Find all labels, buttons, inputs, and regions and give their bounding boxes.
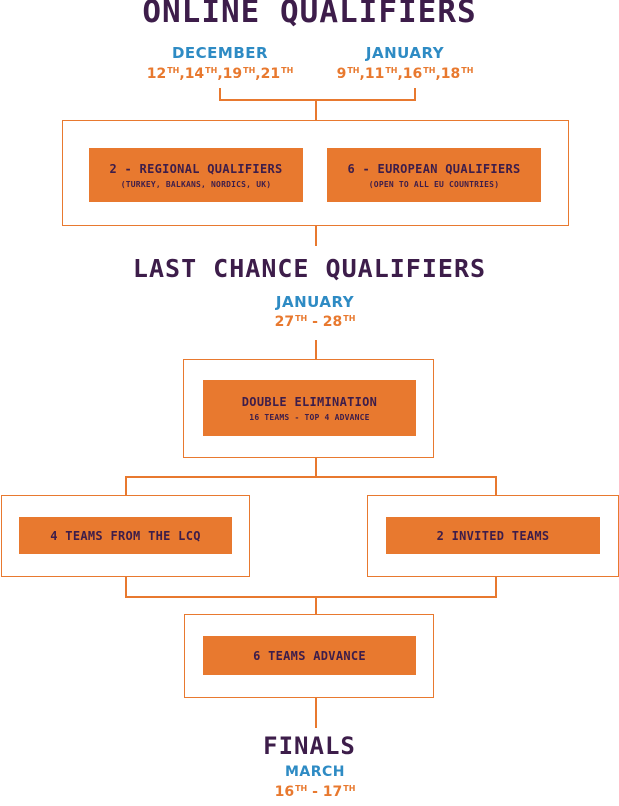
date-suffix: TH — [423, 66, 436, 75]
connector — [125, 476, 497, 478]
date-separator: , — [397, 66, 403, 82]
date-suffix: TH — [205, 66, 218, 75]
connector — [125, 596, 497, 598]
date-separator: , — [435, 66, 441, 82]
connector — [125, 577, 127, 597]
date-suffix: TH — [343, 784, 356, 793]
january-dates: 9TH,11TH,16TH,18TH — [310, 66, 500, 82]
date-suffix: TH — [243, 66, 256, 75]
date-day: 9 — [336, 66, 347, 82]
date-day: 16 — [274, 784, 295, 800]
date-separator: , — [217, 66, 223, 82]
december-label: DECEMBER — [171, 44, 269, 62]
date-day: 14 — [184, 66, 205, 82]
regional-qualifiers-label: 2 - REGIONAL QUALIFIERS — [109, 161, 283, 176]
date-suffix: TH — [461, 66, 474, 75]
date-day: 11 — [364, 66, 385, 82]
date-day: 12 — [146, 66, 167, 82]
finals-dates: 16TH - 17TH — [210, 784, 420, 800]
connector — [315, 99, 317, 121]
connector — [495, 577, 497, 597]
december-dates: 12TH,14TH,19TH,21TH — [130, 66, 310, 82]
date-separator: , — [359, 66, 365, 82]
connector — [315, 596, 317, 615]
finals-month: MARCH — [284, 764, 346, 780]
regional-qualifiers-box: 2 - REGIONAL QUALIFIERS (TURKEY, BALKANS… — [89, 148, 303, 202]
date-day: 21 — [260, 66, 281, 82]
connector — [315, 340, 317, 360]
date-day: 27 — [274, 314, 295, 330]
connector — [315, 698, 317, 728]
date-separator: , — [179, 66, 185, 82]
date-suffix: TH — [295, 784, 308, 793]
date-suffix: TH — [385, 66, 398, 75]
date-separator: , — [255, 66, 261, 82]
date-suffix: TH — [281, 66, 294, 75]
double-elimination-box: DOUBLE ELIMINATION 16 TEAMS - TOP 4 ADVA… — [203, 380, 416, 436]
date-day: 16 — [402, 66, 423, 82]
european-qualifiers-detail: (OPEN TO ALL EU COUNTRIES) — [368, 179, 500, 189]
invited-teams-box: 2 INVITED TEAMS — [386, 517, 600, 554]
lcq-dates: 27TH - 28TH — [210, 314, 420, 330]
lcq-teams-box: 4 TEAMS FROM THE LCQ — [19, 517, 232, 554]
connector — [219, 88, 221, 100]
connector — [414, 88, 416, 100]
date-day: 19 — [222, 66, 243, 82]
connector — [125, 476, 127, 496]
date-suffix: TH — [343, 314, 356, 323]
connector — [315, 458, 317, 477]
double-elimination-detail: 16 TEAMS - TOP 4 ADVANCE — [249, 412, 370, 422]
date-suffix: TH — [295, 314, 308, 323]
regional-qualifiers-detail: (TURKEY, BALKANS, NORDICS, UK) — [120, 179, 272, 189]
online-qualifiers-title: ONLINE QUALIFIERS — [142, 0, 477, 30]
date-day: 28 — [322, 314, 343, 330]
date-day: 18 — [440, 66, 461, 82]
connector — [495, 476, 497, 496]
advance-label: 6 TEAMS ADVANCE — [253, 648, 366, 663]
finals-title: FINALS — [263, 732, 356, 760]
double-elimination-label: DOUBLE ELIMINATION — [241, 394, 378, 409]
lcq-month: JANUARY — [275, 293, 355, 311]
lcq-title: LAST CHANCE QUALIFIERS — [132, 254, 487, 283]
date-separator: - — [307, 784, 323, 800]
advance-box: 6 TEAMS ADVANCE — [203, 636, 416, 675]
connector — [315, 226, 317, 246]
invited-teams-label: 2 INVITED TEAMS — [436, 528, 550, 543]
date-suffix: TH — [167, 66, 180, 75]
european-qualifiers-box: 6 - EUROPEAN QUALIFIERS (OPEN TO ALL EU … — [327, 148, 541, 202]
lcq-teams-label: 4 TEAMS FROM THE LCQ — [50, 528, 201, 543]
connector — [219, 99, 416, 101]
date-separator: - — [307, 314, 323, 330]
date-suffix: TH — [347, 66, 360, 75]
date-day: 17 — [322, 784, 343, 800]
european-qualifiers-label: 6 - EUROPEAN QUALIFIERS — [347, 161, 521, 176]
january-label: JANUARY — [365, 44, 445, 62]
